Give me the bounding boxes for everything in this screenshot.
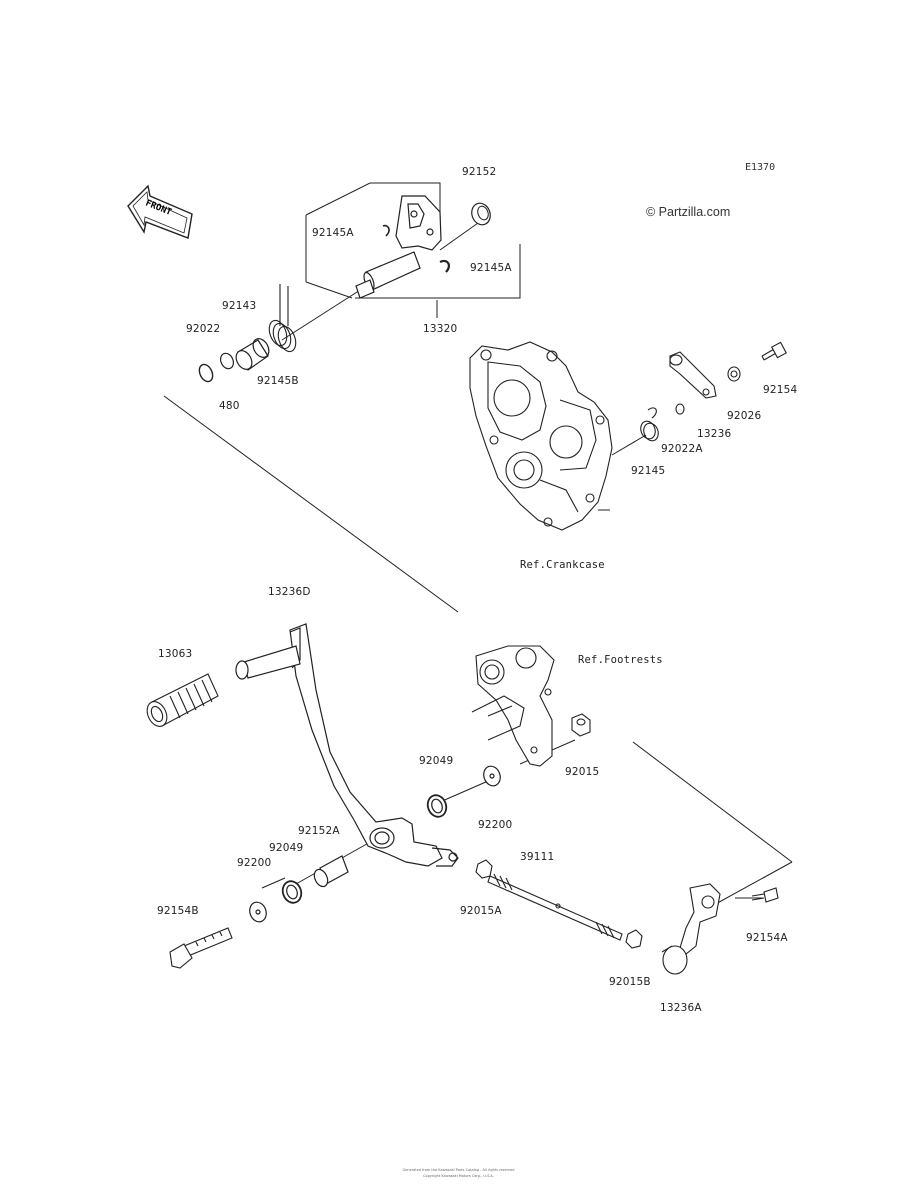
part-label-480[interactable]: 480 [219,400,240,412]
part-label-92154[interactable]: 92154 [763,384,798,396]
part-label-92049-lower[interactable]: 92049 [269,842,304,854]
part-label-92152[interactable]: 92152 [462,166,497,178]
part-label-92154B[interactable]: 92154B [157,905,199,917]
bolt-92154B [169,927,233,969]
nut-92015 [571,713,591,737]
front-arrow-icon [127,184,193,239]
ref-crankcase: Ref.Crankcase [520,559,605,571]
part-label-92049-upper[interactable]: 92049 [419,755,454,767]
footer-line-1: Generated from the Kawasaki Parts Catalo… [402,1168,515,1172]
part-label-92026[interactable]: 92026 [727,410,762,422]
part-label-92152A[interactable]: 92152A [298,825,340,837]
linkage-parts [640,341,787,442]
lower-bushings [249,765,501,923]
part-label-92145A-left[interactable]: 92145A [312,227,354,239]
part-label-92154A[interactable]: 92154A [746,932,788,944]
part-label-92143[interactable]: 92143 [222,300,257,312]
part-label-92200-lower[interactable]: 92200 [237,857,272,869]
figure-code: E1370 [745,162,776,173]
footrest-bracket [471,645,555,767]
ref-footrests: Ref.Footrests [578,654,663,666]
part-label-92200-upper[interactable]: 92200 [478,819,513,831]
footpeg-rubber-13063 [146,673,219,727]
part-label-13236D[interactable]: 13236D [268,586,311,598]
part-label-92022A[interactable]: 92022A [661,443,703,455]
crankcase-part [469,341,613,531]
part-label-92145B[interactable]: 92145B [257,375,299,387]
rod-end-13236A [661,883,779,975]
part-label-92015B[interactable]: 92015B [609,976,651,988]
part-label-13063[interactable]: 13063 [158,648,193,660]
shift-shaft-13320 [355,195,450,299]
footer-line-2: Copyright Kawasaki Motors Corp., U.S.A. [423,1174,494,1178]
part-label-13236[interactable]: 13236 [697,428,732,440]
assembly-bracket-lines [163,182,793,907]
tie-rod-39111 [475,859,643,949]
part-label-13320[interactable]: 13320 [423,323,458,335]
shift-pedal-13236D [235,623,459,867]
part-label-92145A-right[interactable]: 92145A [470,262,512,274]
part-label-92015A[interactable]: 92015A [460,905,502,917]
collar-92143 [198,338,270,383]
spring-92145B [268,284,297,353]
part-label-92015[interactable]: 92015 [565,766,600,778]
copyright-label: © Partzilla.com [646,205,731,219]
part-label-92022[interactable]: 92022 [186,323,221,335]
part-label-92145[interactable]: 92145 [631,465,666,477]
part-label-39111[interactable]: 39111 [520,851,555,863]
part-label-13236A[interactable]: 13236A [660,1002,702,1014]
washer-92152 [471,202,491,226]
